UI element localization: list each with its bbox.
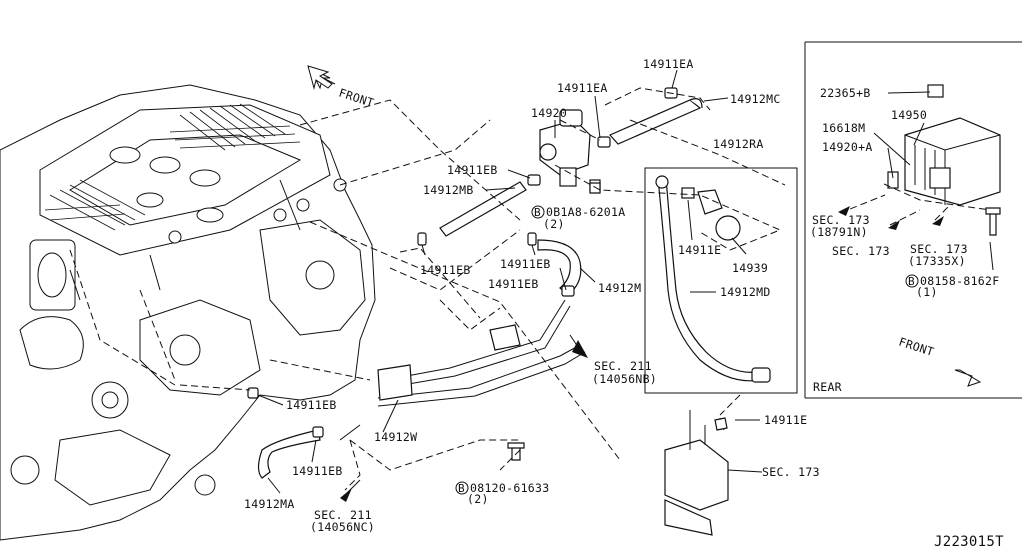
front-arrow-main <box>307 65 336 90</box>
rear-label: REAR <box>813 380 842 394</box>
label-22365B: 22365+B <box>820 86 871 100</box>
label-sec211-b: SEC. 211 <box>314 508 372 522</box>
label-14911EA-mid: 14911EA <box>557 81 608 95</box>
label-14056NB: (14056NB) <box>592 372 657 386</box>
label-qty-2b: (2) <box>467 492 489 506</box>
label-14912MC: 14912MC <box>730 92 781 106</box>
label-qty-1: (1) <box>916 285 938 299</box>
label-08120-61633: 08120-61633 <box>470 481 549 495</box>
label-14912MA: 14912MA <box>244 497 295 511</box>
label-14911E-a: 14911E <box>678 243 721 257</box>
label-sec173-main: SEC. 173 <box>762 465 820 479</box>
label-17335X: (17335X) <box>908 254 966 268</box>
rear-leaders <box>839 91 994 271</box>
label-14920A: 14920+A <box>822 140 873 154</box>
engine-illustration <box>0 84 376 541</box>
purge-control-valve <box>539 109 601 193</box>
label-14911E-b: 14911E <box>764 413 807 427</box>
evap-canister-rear <box>887 84 1001 236</box>
leader-lines <box>257 69 763 494</box>
label-14912W: 14912W <box>374 430 417 444</box>
label-18791N: (18791N) <box>810 225 868 239</box>
label-sec173-r2: SEC. 173 <box>832 244 890 258</box>
label-14911EB-a: 14911EB <box>447 163 498 177</box>
label-14912MB: 14912MB <box>423 183 474 197</box>
canister-lower <box>664 410 729 536</box>
label-14911EB-c: 14911EB <box>500 257 551 271</box>
label-14912RA: 14912RA <box>713 137 764 151</box>
bolt-mark-c-text: B <box>908 275 915 288</box>
diagram-code: J223015T <box>934 534 1004 550</box>
label-14056NC: (14056NC) <box>310 520 375 534</box>
label-14911EB-d: 14911EB <box>488 277 539 291</box>
bolt-mark-b-text: B <box>458 482 465 495</box>
label-14950: 14950 <box>891 108 927 122</box>
bolt-mark-a-text: B <box>534 206 541 219</box>
label-14920: 14920 <box>531 106 567 120</box>
label-14911EB-e: 14911EB <box>286 398 337 412</box>
box-14912RA <box>644 167 798 394</box>
label-14912MD: 14912MD <box>720 285 771 299</box>
label-0B1A8-6201A: 0B1A8-6201A <box>546 205 625 219</box>
bolt-mark-a <box>531 205 545 219</box>
hose-14912MD <box>655 175 771 383</box>
label-16618M: 16618M <box>822 121 865 135</box>
front-label-rear: FRONT <box>897 335 936 359</box>
label-14911EB-b: 14911EB <box>420 263 471 277</box>
dashed-guides <box>69 87 786 491</box>
label-08158-8162F: 08158-8162F <box>920 274 999 288</box>
hose-network <box>247 87 703 479</box>
label-sec211-a: SEC. 211 <box>594 359 652 373</box>
bolt-mark-b <box>455 481 469 495</box>
label-sec173-r1: SEC. 173 <box>812 213 870 227</box>
bolts <box>507 182 601 461</box>
label-14939: 14939 <box>732 261 768 275</box>
label-14911EA-top: 14911EA <box>643 57 694 71</box>
bolt-mark-c <box>905 274 919 288</box>
label-qty-2a: (2) <box>543 217 565 231</box>
label-sec173-r3: SEC. 173 <box>910 242 968 256</box>
front-label-main: FRONT <box>337 86 376 110</box>
label-14911EB-f: 14911EB <box>292 464 343 478</box>
front-arrow-rear <box>954 369 982 387</box>
label-14912M: 14912M <box>598 281 641 295</box>
